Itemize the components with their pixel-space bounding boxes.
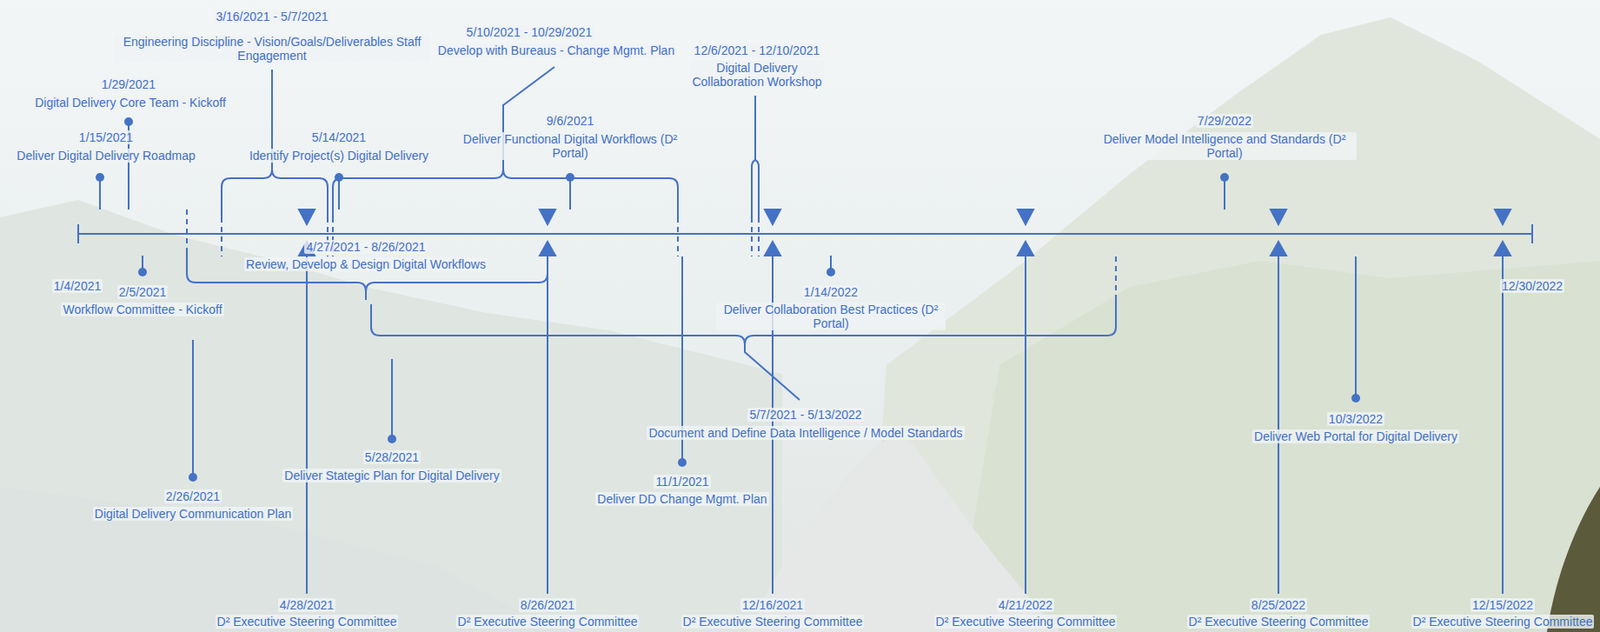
milestone-dot (188, 472, 198, 482)
axis-tick (77, 224, 80, 244)
steering-marker (1494, 209, 1511, 225)
steering-marker (764, 241, 781, 256)
timeline-label: 5/14/2021 (310, 130, 368, 145)
dashed-marker (185, 209, 188, 253)
leader-line (1223, 177, 1226, 210)
range-brace (751, 95, 759, 218)
timeline-label: Document and Define Data Intelligence / … (646, 425, 964, 440)
milestone-dot (677, 458, 687, 467)
steering-line (1501, 255, 1504, 594)
timeline-label: Workflow Committee - Kickoff (60, 302, 224, 317)
timeline-label: Deliver Collaboration Best Practices (D²… (716, 302, 946, 331)
range-brace (186, 252, 548, 300)
timeline-label: D² Executive Steering Committee (456, 614, 640, 629)
steering-line (1024, 255, 1027, 594)
leader-line (569, 177, 571, 210)
timeline-label: 3/16/2021 - 5/7/2021 (213, 9, 330, 24)
timeline-label: 1/14/2022 (802, 285, 860, 299)
leader-line (338, 177, 340, 210)
timeline-label: 5/7/2021 - 5/13/2022 (747, 407, 864, 422)
timeline-label: 12/16/2021 (740, 597, 805, 612)
milestone-dot (138, 267, 147, 277)
timeline-label: D² Executive Steering Committee (215, 614, 399, 629)
steering-marker (539, 241, 556, 256)
steering-marker (1270, 241, 1287, 256)
timeline-label: Digital Delivery Core Team - Kickoff (33, 95, 228, 110)
milestone-dot (334, 172, 344, 182)
timeline-label: 4/27/2021 - 8/26/2021 (304, 239, 427, 254)
timeline-label: 12/30/2022 (1500, 278, 1565, 293)
steering-marker (764, 209, 781, 225)
timeline-label: Deliver Digital Delivery Roadmap (14, 148, 197, 163)
steering-marker (1017, 209, 1034, 225)
dashed-marker (220, 217, 223, 257)
milestone-dot (95, 172, 105, 182)
steering-line (305, 255, 308, 594)
timeline-label: 12/6/2021 - 12/10/2021 (692, 43, 823, 58)
timeline-label: 4/28/2021 (278, 597, 336, 612)
timeline-axis (78, 232, 1533, 235)
steering-marker (1494, 241, 1511, 256)
timeline-label: 10/3/2022 (1327, 411, 1385, 426)
milestone-dot (826, 267, 836, 277)
steering-marker (1017, 241, 1034, 256)
dashed-marker (757, 217, 760, 257)
timeline-label: 8/26/2021 (518, 597, 577, 612)
leader-line (1354, 256, 1357, 399)
steering-marker (539, 209, 556, 225)
leader-line (391, 358, 393, 439)
milestone-dot (565, 172, 575, 182)
timeline-label: 2/26/2021 (164, 489, 222, 504)
timeline-label: D² Executive Steering Committee (1187, 614, 1371, 629)
milestone-dot (1220, 172, 1229, 182)
leader-line (99, 177, 101, 210)
milestone-dot (1351, 393, 1361, 403)
timeline-label: 9/6/2021 (544, 113, 597, 128)
timeline-label: 1/29/2021 (99, 77, 158, 92)
timeline-label: Deliver DD Change Mgmt. Plan (595, 491, 769, 506)
timeline-label: 5/28/2021 (363, 450, 421, 465)
timeline-label: D² Executive Steering Committee (1411, 614, 1595, 629)
timeline-label: Digital Delivery Collaboration Workshop (690, 60, 824, 89)
dashed-marker (1115, 256, 1117, 296)
timeline-label: Engineering Discipline - Vision/Goals/De… (113, 34, 431, 63)
dashed-marker (750, 217, 753, 257)
timeline-label: 5/10/2021 - 10/29/2021 (464, 25, 595, 40)
leader-line (192, 339, 194, 478)
milestone-dot (124, 117, 133, 127)
timeline-label: 12/15/2022 (1470, 597, 1535, 612)
timeline-label: Deliver Functional Digital Workflows (D²… (446, 132, 694, 160)
timeline-label: 1/4/2021 (52, 278, 104, 293)
dashed-marker (677, 217, 679, 257)
timeline-label: 7/29/2022 (1195, 113, 1254, 128)
steering-marker (298, 209, 315, 225)
steering-line (1277, 255, 1280, 594)
timeline-label: 11/1/2021 (653, 474, 711, 489)
timeline-label: D² Executive Steering Committee (934, 614, 1118, 629)
timeline-label: 4/21/2022 (996, 597, 1055, 612)
timeline-label: D² Executive Steering Committee (681, 614, 865, 629)
timeline-label: Identify Project(s) Digital Delivery (247, 148, 431, 163)
timeline-label: 2/5/2021 (117, 285, 169, 299)
timeline-label: Develop with Bureaus - Change Mgmt. Plan (436, 43, 677, 58)
timeline-label: Review, Develop & Design Digital Workflo… (244, 257, 488, 272)
timeline-label: Deliver Model Intelligence and Standards… (1092, 132, 1357, 160)
axis-tick (1531, 224, 1534, 244)
timeline-label: Deliver Web Portal for Digital Delivery (1252, 429, 1460, 444)
steering-line (546, 255, 549, 594)
timeline-label: 8/25/2022 (1249, 597, 1308, 612)
range-brace (371, 295, 1116, 400)
timeline-label: Deliver Stategic Plan for Digital Delive… (282, 468, 501, 483)
milestone-dot (387, 434, 397, 444)
timeline-label: Digital Delivery Communication Plan (92, 506, 293, 521)
steering-marker (1270, 209, 1287, 225)
timeline-label: 1/15/2021 (77, 130, 135, 145)
